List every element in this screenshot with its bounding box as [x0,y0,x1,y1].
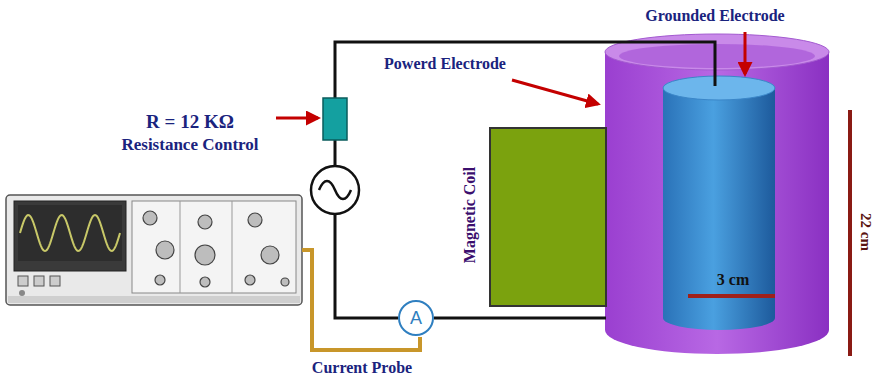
part-label: Magnetic Coil [461,167,479,263]
dimension-label: 22 cm [858,213,875,251]
resistor-symbol [323,98,347,140]
part-label: Grounded Electrode [645,7,784,25]
circuit-wire [335,42,715,318]
part-label: Powerd Electrode [384,55,506,73]
oscilloscope [6,195,302,305]
ammeter-symbol: A [398,300,434,336]
meter-letter: A [410,308,422,329]
height-line [848,110,852,356]
part-label: Resistance Control [121,136,258,155]
part-label: Current Probe [312,359,412,377]
magnetic-coil [490,128,606,306]
diameter-line [688,294,775,298]
value-label: R = 12 KΩ [146,112,234,133]
outer-electrode [605,34,829,354]
leader-arrow [276,32,745,118]
ac-source-symbol [311,166,359,214]
inner-electrode [663,76,775,330]
dimension-label: 3 cm [717,271,749,289]
probe-cable [302,250,420,350]
